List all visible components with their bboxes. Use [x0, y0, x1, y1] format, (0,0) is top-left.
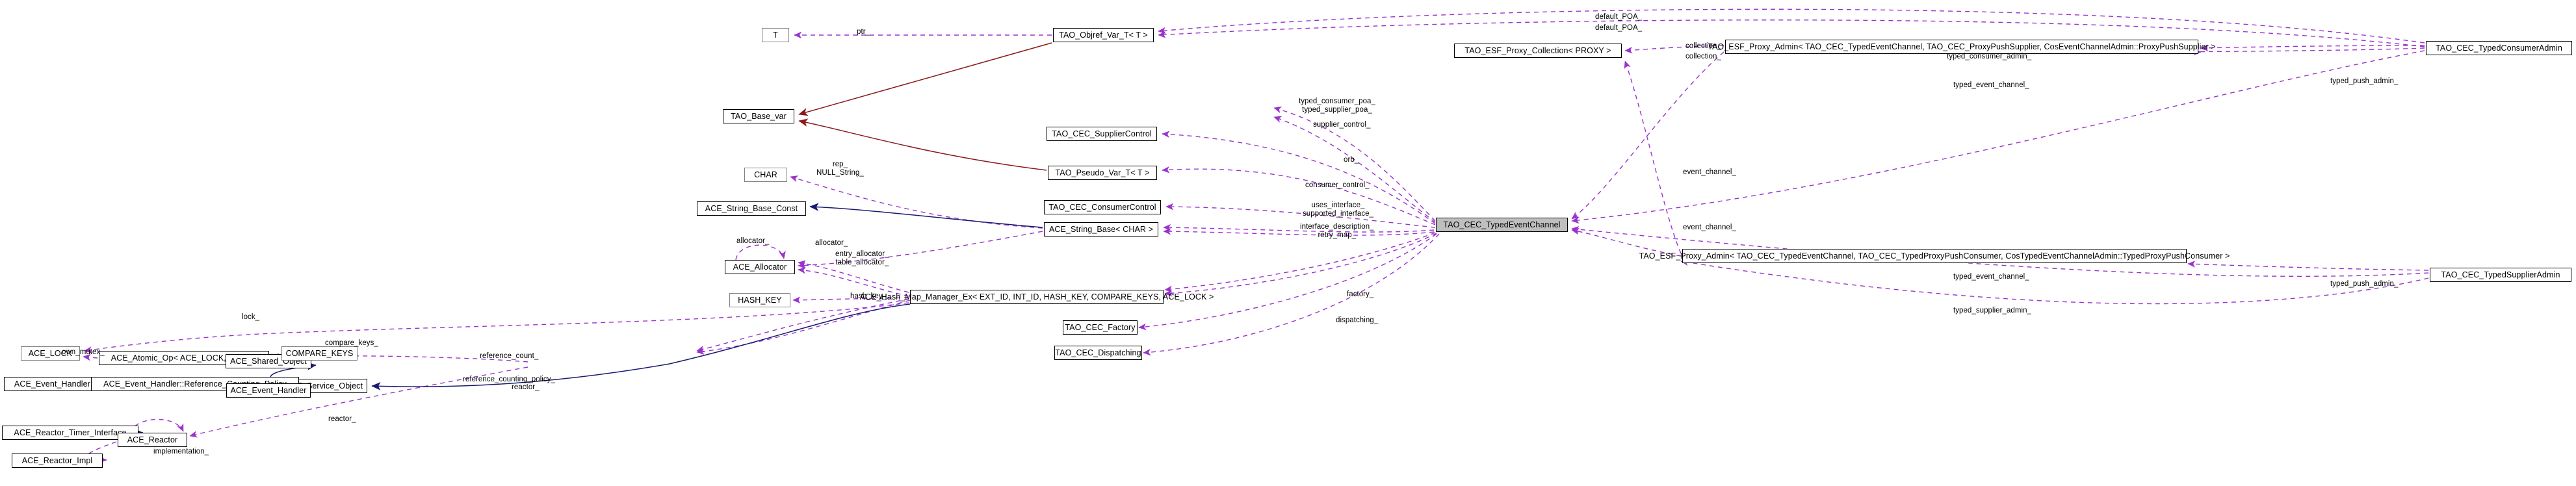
- node-ace-string-base-const[interactable]: ACE_String_Base_Const: [697, 201, 806, 216]
- node-tao-objref-var-t[interactable]: TAO_Objref_Var_T< T >: [1053, 28, 1154, 42]
- edge-label-typed-consumer-supplier-poa: typed_consumer_poa_ typed_supplier_poa_: [1299, 97, 1375, 114]
- node-tao-cec-suppliercontrol[interactable]: TAO_CEC_SupplierControl: [1047, 127, 1157, 141]
- edge-label-event-channel-2: event_channel_: [1683, 224, 1736, 231]
- edge-label-implementation: implementation_: [153, 448, 209, 455]
- node-tao-esf-proxy-admin-pushsupplier[interactable]: TAO_ESF_Proxy_Admin< TAO_CEC_TypedEventC…: [1708, 40, 2216, 54]
- edge-label-collection-1: collection_: [1685, 42, 1721, 50]
- edge-label-default-poa-1: default_POA_: [1595, 13, 1643, 21]
- edge-label-default-poa-2: default_POA_: [1595, 24, 1643, 32]
- edge-label-ptr: ptr_: [857, 28, 870, 36]
- node-ace-event-handler[interactable]: ACE_Event_Handler: [226, 383, 311, 398]
- edge-label-typed-event-channel-mid: typed_event_channel_: [1953, 273, 2029, 281]
- node-ace-string-base-char[interactable]: ACE_String_Base< CHAR >: [1044, 222, 1158, 237]
- node-tao-base-var[interactable]: TAO_Base_var: [723, 109, 794, 123]
- edge-label-uses-supported-interface: uses_interface_ supported_interface_: [1303, 201, 1374, 218]
- node-compare-keys[interactable]: COMPARE_KEYS: [281, 346, 358, 361]
- edge-label-collection-2: collection_: [1685, 53, 1721, 60]
- node-char[interactable]: CHAR: [744, 168, 787, 182]
- usage-edges: [83, 8, 2429, 463]
- edge-label-hash-key: hash_key_: [850, 292, 887, 300]
- edge-label-supplier-control: supplier_control_: [1313, 121, 1371, 129]
- edge-label-interface-description-retry-map: interface_description_ retry_map_: [1300, 223, 1374, 239]
- node-tao-esf-proxy-collection[interactable]: TAO_ESF_Proxy_Collection< PROXY >: [1454, 44, 1622, 58]
- edge-label-dispatching: dispatching_: [1336, 316, 1379, 324]
- node-ace-reactor[interactable]: ACE_Reactor: [118, 433, 187, 447]
- edge-label-own-mutex: own_mutex_: [62, 348, 105, 356]
- edge-label-rep-null-string: rep_ NULL_String_: [816, 160, 864, 177]
- edge-label-consumer-control: consumer_control_: [1305, 181, 1370, 189]
- public-inheritance-edges: [90, 203, 1043, 437]
- edge-label-reference-count: reference_count_: [480, 352, 539, 360]
- edge-label-typed-push-admin-2: typed_push_admin_: [2330, 280, 2399, 288]
- edge-label-reactor: reactor_: [512, 383, 540, 391]
- edge-label-reactor-self: reactor_: [328, 415, 356, 423]
- node-T[interactable]: T: [762, 28, 789, 42]
- node-tao-cec-typedsupplieradmin[interactable]: TAO_CEC_TypedSupplierAdmin: [2430, 268, 2571, 282]
- edge-label-lock: lock_: [242, 313, 260, 321]
- edge-label-orb: orb_: [1344, 156, 1359, 164]
- edge-label-allocator-self: allocator_: [736, 237, 770, 245]
- protected-inheritance-edges: [798, 42, 1052, 171]
- edge-label-typed-push-admin-1: typed_push_admin_: [2330, 77, 2399, 85]
- edge-label-entry-table-allocator: entry_allocator_ table_allocator_: [835, 250, 889, 266]
- node-tao-cec-consumercontrol[interactable]: TAO_CEC_ConsumerControl: [1044, 200, 1161, 214]
- node-ace-allocator[interactable]: ACE_Allocator: [725, 260, 795, 274]
- edge-label-typed-supplier-admin: typed_supplier_admin_: [1953, 307, 2031, 314]
- edge-label-compare-keys: compare_keys_: [325, 339, 378, 347]
- edge-label-factory: factory_: [1347, 290, 1374, 298]
- node-tao-cec-dispatching[interactable]: TAO_CEC_Dispatching: [1054, 346, 1142, 360]
- node-ace-reactor-impl[interactable]: ACE_Reactor_Impl: [12, 454, 103, 468]
- node-tao-pseudo-var-t[interactable]: TAO_Pseudo_Var_T< T >: [1048, 166, 1157, 180]
- node-tao-cec-typedeventchannel[interactable]: TAO_CEC_TypedEventChannel: [1436, 218, 1568, 232]
- edge-label-allocator-edge: allocator_: [815, 239, 848, 247]
- node-tao-cec-factory[interactable]: TAO_CEC_Factory: [1063, 320, 1138, 335]
- node-ace-reactor-timer-interface[interactable]: ACE_Reactor_Timer_Interface: [2, 426, 138, 440]
- node-tao-cec-typedconsumeradmin[interactable]: TAO_CEC_TypedConsumerAdmin: [2426, 41, 2572, 55]
- node-hash-key[interactable]: HASH_KEY: [729, 293, 790, 307]
- node-tao-esf-proxy-admin-typedpushconsumer[interactable]: TAO_ESF_Proxy_Admin< TAO_CEC_TypedEventC…: [1639, 249, 2230, 263]
- node-ace-hash-map-manager-ex[interactable]: ACE_Hash_Map_Manager_Ex< EXT_ID, INT_ID,…: [860, 290, 1214, 304]
- edge-label-typed-event-channel-top: typed_event_channel_: [1953, 81, 2029, 89]
- edge-label-event-channel-1: event_channel_: [1683, 168, 1736, 176]
- edge-label-typed-consumer-admin: typed_consumer_admin_: [1947, 53, 2032, 60]
- edge-label-reference-counting-policy: reference_counting_policy_: [463, 376, 555, 383]
- node-ace-lock[interactable]: ACE_LOCK: [21, 346, 80, 361]
